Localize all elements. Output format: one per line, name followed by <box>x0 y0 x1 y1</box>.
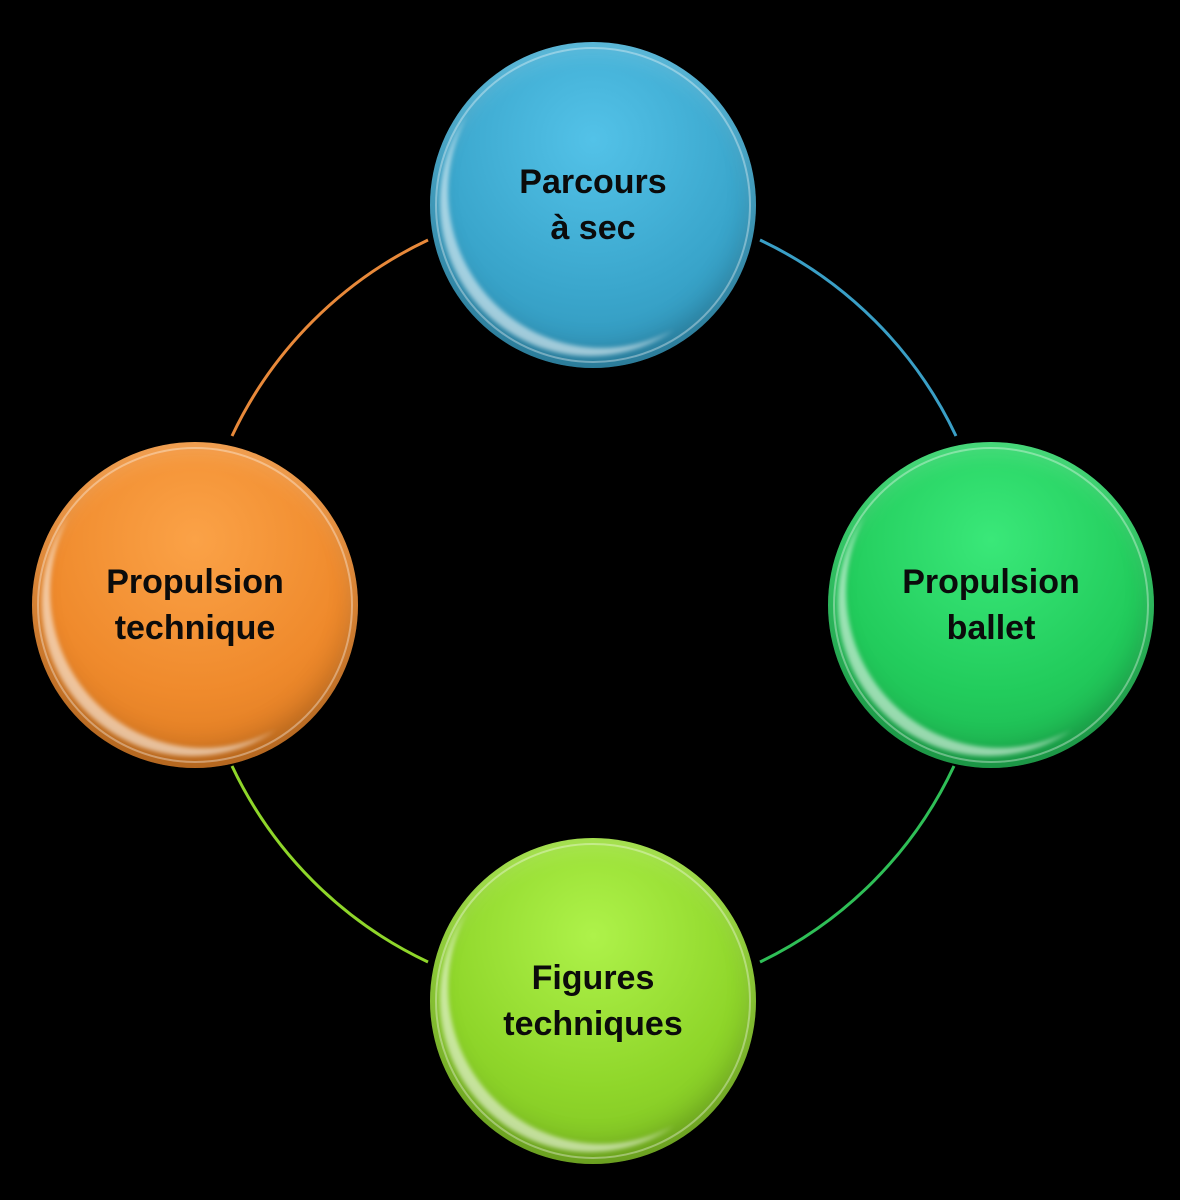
node-label: Figures techniques <box>503 955 682 1047</box>
cycle-node-figures-techniques: Figures techniques <box>430 838 756 1164</box>
node-label-line2: techniques <box>503 1005 683 1043</box>
node-label-line1: Parcours <box>519 163 667 201</box>
connector-arc-left-to-top <box>230 238 429 437</box>
node-label: Parcours à sec <box>519 159 666 251</box>
connector-arc-right-to-bottom <box>759 765 956 964</box>
node-label-line1: Propulsion <box>106 563 284 601</box>
node-label-line2: à sec <box>550 209 636 247</box>
connector-arc-bottom-to-left <box>230 765 429 964</box>
node-label-line2: technique <box>114 609 276 647</box>
node-label-line1: Figures <box>531 959 655 997</box>
node-label-line2: ballet <box>946 609 1036 647</box>
node-label: Propulsion ballet <box>902 559 1080 651</box>
connector-arc-top-to-right <box>759 238 958 437</box>
cycle-node-parcours-a-sec: Parcours à sec <box>430 42 756 368</box>
node-label: Propulsion technique <box>106 559 284 651</box>
cycle-node-propulsion-technique: Propulsion technique <box>32 442 358 768</box>
node-label-line1: Propulsion <box>902 563 1080 601</box>
cycle-node-propulsion-ballet: Propulsion ballet <box>828 442 1154 768</box>
